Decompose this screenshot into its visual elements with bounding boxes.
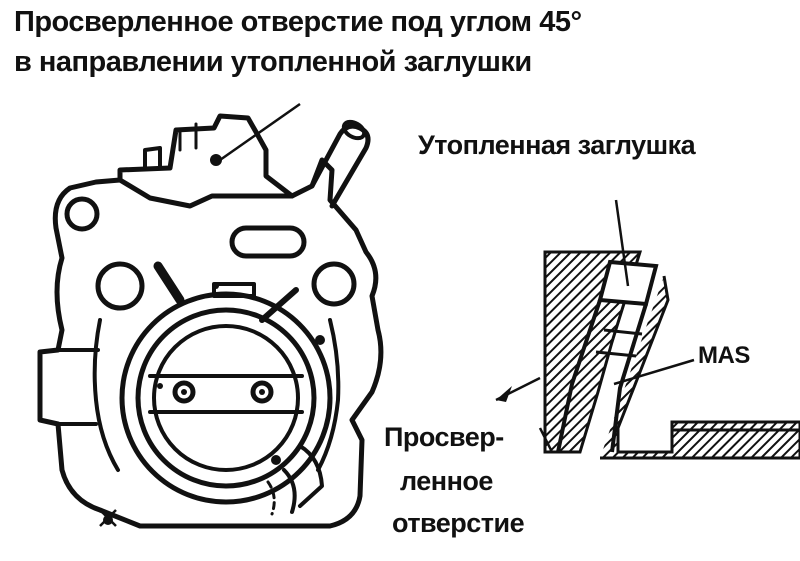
recessed-plug-label: Утопленная заглушка <box>418 130 696 160</box>
throttle-shaft-screws <box>172 380 274 404</box>
mas-label: MAS <box>698 342 750 369</box>
arrow-head <box>496 386 512 402</box>
throttle-body <box>37 113 384 529</box>
drawing-dots <box>103 154 325 525</box>
drilled-hole-label-line-2: ленное <box>400 466 493 496</box>
title-line-2: в направлении утопленной заглушки <box>14 46 532 78</box>
plug-cross-section <box>543 250 800 460</box>
drilled-hole-label-line-3: отверстие <box>392 508 525 538</box>
drilled-hole-label-line-1: Просвер- <box>384 422 504 452</box>
center-marks <box>99 509 117 527</box>
title-line-1: Просверленное отверстие под углом 45° <box>14 6 582 38</box>
title-leader-line <box>219 102 301 162</box>
